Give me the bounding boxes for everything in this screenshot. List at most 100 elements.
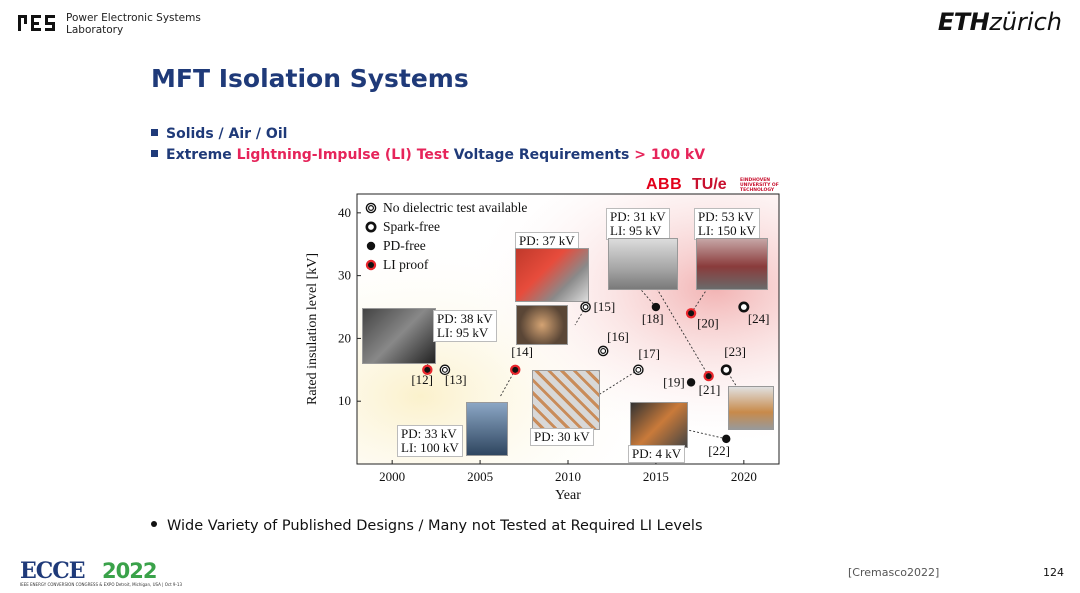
data-point-label: [14] — [511, 344, 533, 359]
data-point-label: [12] — [411, 372, 433, 387]
data-point-inner — [635, 366, 642, 373]
y-tick-label: 10 — [338, 393, 351, 408]
data-point-label: [24] — [748, 311, 770, 326]
annotation-ref12: PD: 38 kV LI: 95 kV — [433, 310, 497, 342]
data-point-label: [15] — [594, 299, 616, 314]
annotation-link — [599, 369, 639, 395]
data-point-center — [512, 366, 519, 373]
photo-ref22 — [630, 402, 688, 448]
annotation-ref22-pd: PD: 4 kV — [632, 446, 682, 461]
legend-marker — [366, 241, 376, 251]
photo-ref17 — [532, 370, 600, 430]
ecce-subtitle: IEEE ENERGY CONVERSION CONGRESS & EXPO D… — [20, 582, 183, 587]
photo-ref16 — [516, 305, 568, 345]
data-point-center — [424, 366, 431, 373]
bullet-2-part4: > 100 kV — [634, 147, 706, 163]
bullet-2-part2: Lightning-Impulse (LI) Test — [236, 147, 449, 163]
tue-logo-subtitle: EINDHOVEN UNIVERSITY OF TECHNOLOGY — [740, 178, 779, 193]
data-point-label: [18] — [642, 311, 664, 326]
annotation-ref15-pd: PD: 37 kV — [519, 233, 575, 248]
legend-label: Spark-free — [383, 219, 440, 234]
annotation-ref18: PD: 31 kV LI: 95 kV — [606, 208, 670, 240]
x-axis-label: Year — [555, 488, 581, 503]
annotation-ref12-pd: PD: 38 kV — [437, 311, 493, 326]
annotation-ref20: PD: 53 kV LI: 150 kV — [694, 208, 760, 240]
citation: [Cremasco2022] — [848, 566, 940, 579]
y-tick-label: 40 — [338, 205, 351, 220]
annotation-link — [674, 426, 727, 440]
data-point-label: [13] — [445, 372, 467, 387]
abb-logo: ABB — [646, 176, 683, 193]
x-tick-label: 2000 — [379, 469, 405, 484]
lab-name-line1: Power Electronic Systems — [66, 12, 201, 24]
lab-name-line2: Laboratory — [66, 24, 124, 36]
tue-logo: TU/e — [692, 176, 727, 193]
bottom-bullet: Wide Variety of Published Designs / Many… — [151, 518, 703, 534]
bullet-2-part1: Extreme — [166, 147, 237, 163]
page-title: MFT Isolation Systems — [151, 64, 469, 93]
annotation-ref14-li: LI: 100 kV — [401, 440, 459, 455]
data-point-label: [17] — [638, 346, 660, 361]
bullet-2: Extreme Lightning-Impulse (LI) Test Volt… — [151, 147, 705, 163]
data-point-label: [23] — [724, 344, 746, 359]
bullet-1: Solids / Air / Oil — [151, 126, 287, 142]
ecce-logo-year: 2022 — [102, 559, 156, 582]
data-point-center — [688, 310, 695, 317]
ecce-logo-text: ECCE — [20, 558, 85, 582]
data-point — [722, 434, 731, 444]
legend-label: LI proof — [383, 257, 429, 272]
photo-ref23 — [728, 386, 774, 430]
annotation-ref18-li: LI: 95 kV — [610, 223, 662, 238]
lab-name: Power Electronic Systems Laboratory — [66, 12, 201, 36]
data-point-center — [705, 373, 712, 380]
data-point-label: [21] — [699, 382, 721, 397]
data-point — [651, 302, 661, 312]
page-number: 124 — [1043, 566, 1064, 579]
y-tick-label: 20 — [338, 330, 351, 345]
annotation-ref17: PD: 30 kV — [530, 428, 594, 446]
annotation-ref14: PD: 33 kV LI: 100 kV — [397, 425, 463, 457]
data-point — [738, 301, 750, 313]
y-axis-label: Rated insulation level [kV] — [305, 253, 320, 405]
annotation-ref17-pd: PD: 30 kV — [534, 429, 590, 444]
x-tick-label: 2015 — [643, 469, 669, 484]
data-point — [720, 364, 732, 376]
data-point — [597, 345, 609, 357]
data-point — [439, 364, 451, 376]
legend: No dielectric test availableSpark-freePD… — [365, 200, 527, 272]
legend-marker — [365, 221, 377, 233]
bullet-1-text: Solids / Air / Oil — [166, 126, 288, 142]
bullet-square-icon — [151, 129, 158, 136]
legend-label: PD-free — [383, 238, 426, 253]
eth-logo: ETHzürich — [938, 8, 1062, 36]
bullet-2-part3: Voltage Requirements — [448, 147, 635, 163]
data-point-inner — [582, 304, 589, 311]
annotation-link — [649, 276, 710, 377]
legend-marker-center — [368, 262, 374, 268]
data-point — [580, 301, 591, 313]
ecce-logo: ECCE 2022 — [20, 558, 157, 582]
eth-logo-bold: ETH — [937, 8, 990, 36]
x-tick-label: 2010 — [555, 469, 581, 484]
photo-ref18 — [608, 238, 678, 290]
annotation-link — [574, 306, 586, 326]
data-point-inner — [441, 366, 448, 373]
annotation-ref14-pd: PD: 33 kV — [401, 426, 457, 441]
annotation-ref15: PD: 37 kV — [515, 232, 579, 250]
annotation-ref22: PD: 4 kV — [628, 445, 686, 463]
x-tick-label: 2005 — [467, 469, 493, 484]
data-point — [633, 364, 644, 376]
x-tick-label: 2020 — [731, 469, 757, 484]
photo-ref14 — [466, 402, 508, 456]
data-point-label: [19] — [663, 374, 685, 389]
photo-ref15 — [515, 248, 589, 302]
bullet-dot-icon — [151, 521, 157, 527]
data-point-label: [20] — [697, 315, 719, 330]
legend-label: No dielectric test available — [383, 200, 527, 215]
legend-marker — [365, 202, 377, 214]
photo-ref12 — [362, 308, 436, 364]
y-tick-label: 30 — [338, 268, 351, 283]
photo-ref20 — [696, 238, 768, 290]
annotation-ref20-li: LI: 150 kV — [698, 223, 756, 238]
